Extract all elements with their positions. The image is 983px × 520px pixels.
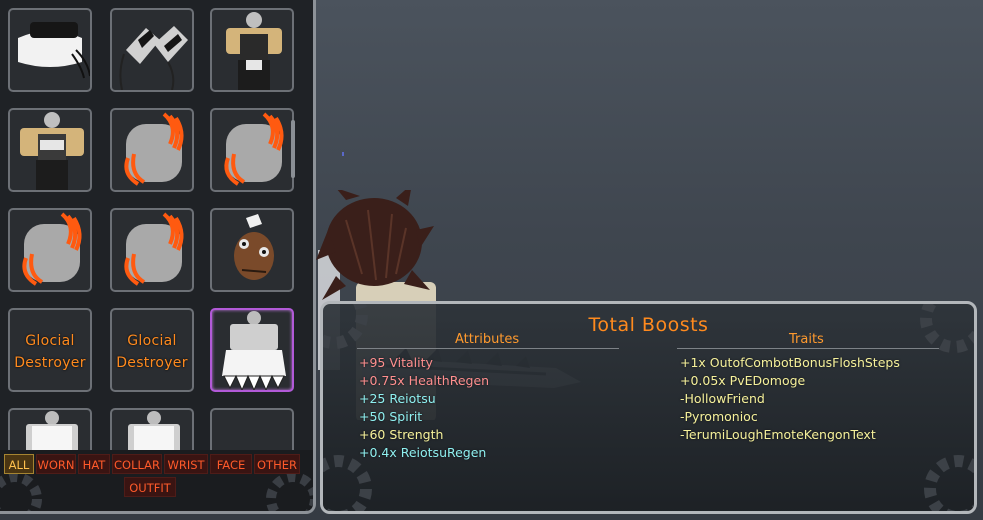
headband-icon <box>18 22 90 79</box>
item-name-line1: Glocial <box>25 333 75 349</box>
inventory-slot-white-robe[interactable] <box>110 408 194 450</box>
flame-mask-icon <box>224 112 284 186</box>
filter-tab-face[interactable]: FACE <box>210 454 252 474</box>
outfit-icon <box>20 112 84 190</box>
filter-tab-wrist[interactable]: WRIST <box>164 454 208 474</box>
flame-mask-icon <box>124 212 184 286</box>
inventory-slot-flame-mask[interactable] <box>8 208 92 292</box>
white-robe-icon <box>128 411 180 450</box>
inventory-panel: Glocial Destroyer Glocial Destroyer <box>0 0 316 514</box>
inventory-slot-blonde-outfit-2[interactable] <box>8 108 92 192</box>
trait-item: -Pyromonioc <box>680 409 758 424</box>
gear-icon <box>266 472 313 511</box>
flame-mask-icon <box>124 112 184 186</box>
inventory-slot-glacial-destroyer[interactable]: Glocial Destroyer <box>8 308 92 392</box>
sky-speck <box>342 152 344 156</box>
trait-item: +1x OutofCombotBonusFloshSteps <box>680 355 900 370</box>
attribute-item: +0.75x HealthRegen <box>359 373 490 388</box>
item-name-line1: Glocial <box>127 333 177 349</box>
gear-icon <box>924 455 974 511</box>
filter-bar: ALL WORN HAT COLLAR WRIST FACE OTHER OUT… <box>0 450 313 511</box>
filter-tab-all[interactable]: ALL <box>4 454 34 474</box>
gear-icon <box>323 304 368 349</box>
trait-item: -HollowFriend <box>680 391 765 406</box>
inventory-slot-empty[interactable] <box>210 408 294 450</box>
attributes-header: Attributes <box>455 332 520 347</box>
total-boosts-title: Total Boosts <box>588 314 709 336</box>
inventory-slot-white-robe-selected[interactable] <box>210 308 294 392</box>
traits-list: +1x OutofCombotBonusFloshSteps +0.05x Pv… <box>680 354 900 444</box>
outfit-icon <box>226 12 282 90</box>
traits-header: Traits <box>789 332 824 347</box>
inventory-slot-flame-mask[interactable] <box>110 208 194 292</box>
total-boosts-panel: Total Boosts Attributes Traits +95 Vital… <box>320 301 977 514</box>
inventory-slot-wrist-bands[interactable] <box>110 8 194 92</box>
white-robe-icon <box>222 311 286 390</box>
traits-divider <box>677 348 939 349</box>
inventory-slot-hollow-mask[interactable] <box>210 208 294 292</box>
filter-tab-hat[interactable]: HAT <box>78 454 110 474</box>
attribute-item: +25 Reiotsu <box>359 391 436 406</box>
attribute-item: +95 Vitality <box>359 355 433 370</box>
inventory-slot-headband[interactable] <box>8 8 92 92</box>
trait-item: +0.05x PvEDomoge <box>680 373 806 388</box>
filter-tab-outfit[interactable]: OUTFIT <box>124 477 176 497</box>
white-robe-icon <box>26 411 78 450</box>
flame-mask-icon <box>22 212 82 286</box>
inventory-slot-flame-mask[interactable] <box>210 108 294 192</box>
attributes-divider <box>357 348 619 349</box>
attribute-item: +50 Spirit <box>359 409 423 424</box>
attribute-item: +60 Strength <box>359 427 444 442</box>
attribute-item: +0.4x ReiotsuRegen <box>359 445 487 460</box>
inventory-slot-white-robe[interactable] <box>8 408 92 450</box>
filter-tab-worn[interactable]: WORN <box>36 454 76 474</box>
attributes-list: +95 Vitality +0.75x HealthRegen +25 Reio… <box>359 354 489 462</box>
inventory-slot-blonde-outfit[interactable] <box>210 8 294 92</box>
wrist-band-icon <box>119 26 188 90</box>
gear-icon <box>0 472 42 511</box>
hollow-mask-icon <box>234 214 274 280</box>
gear-icon <box>920 304 974 353</box>
item-name-line2: Destroyer <box>14 355 86 371</box>
item-name-line2: Destroyer <box>116 355 188 371</box>
inventory-scrollbar[interactable] <box>291 120 295 178</box>
trait-item: -TerumiLoughEmoteKengonText <box>680 427 876 442</box>
inventory-slot-glacial-destroyer[interactable]: Glocial Destroyer <box>110 308 194 392</box>
gear-icon <box>323 455 372 511</box>
inventory-grid: Glocial Destroyer Glocial Destroyer <box>0 0 310 450</box>
inventory-slot-flame-mask[interactable] <box>110 108 194 192</box>
filter-tab-collar[interactable]: COLLAR <box>112 454 162 474</box>
filter-tab-other[interactable]: OTHER <box>254 454 300 474</box>
